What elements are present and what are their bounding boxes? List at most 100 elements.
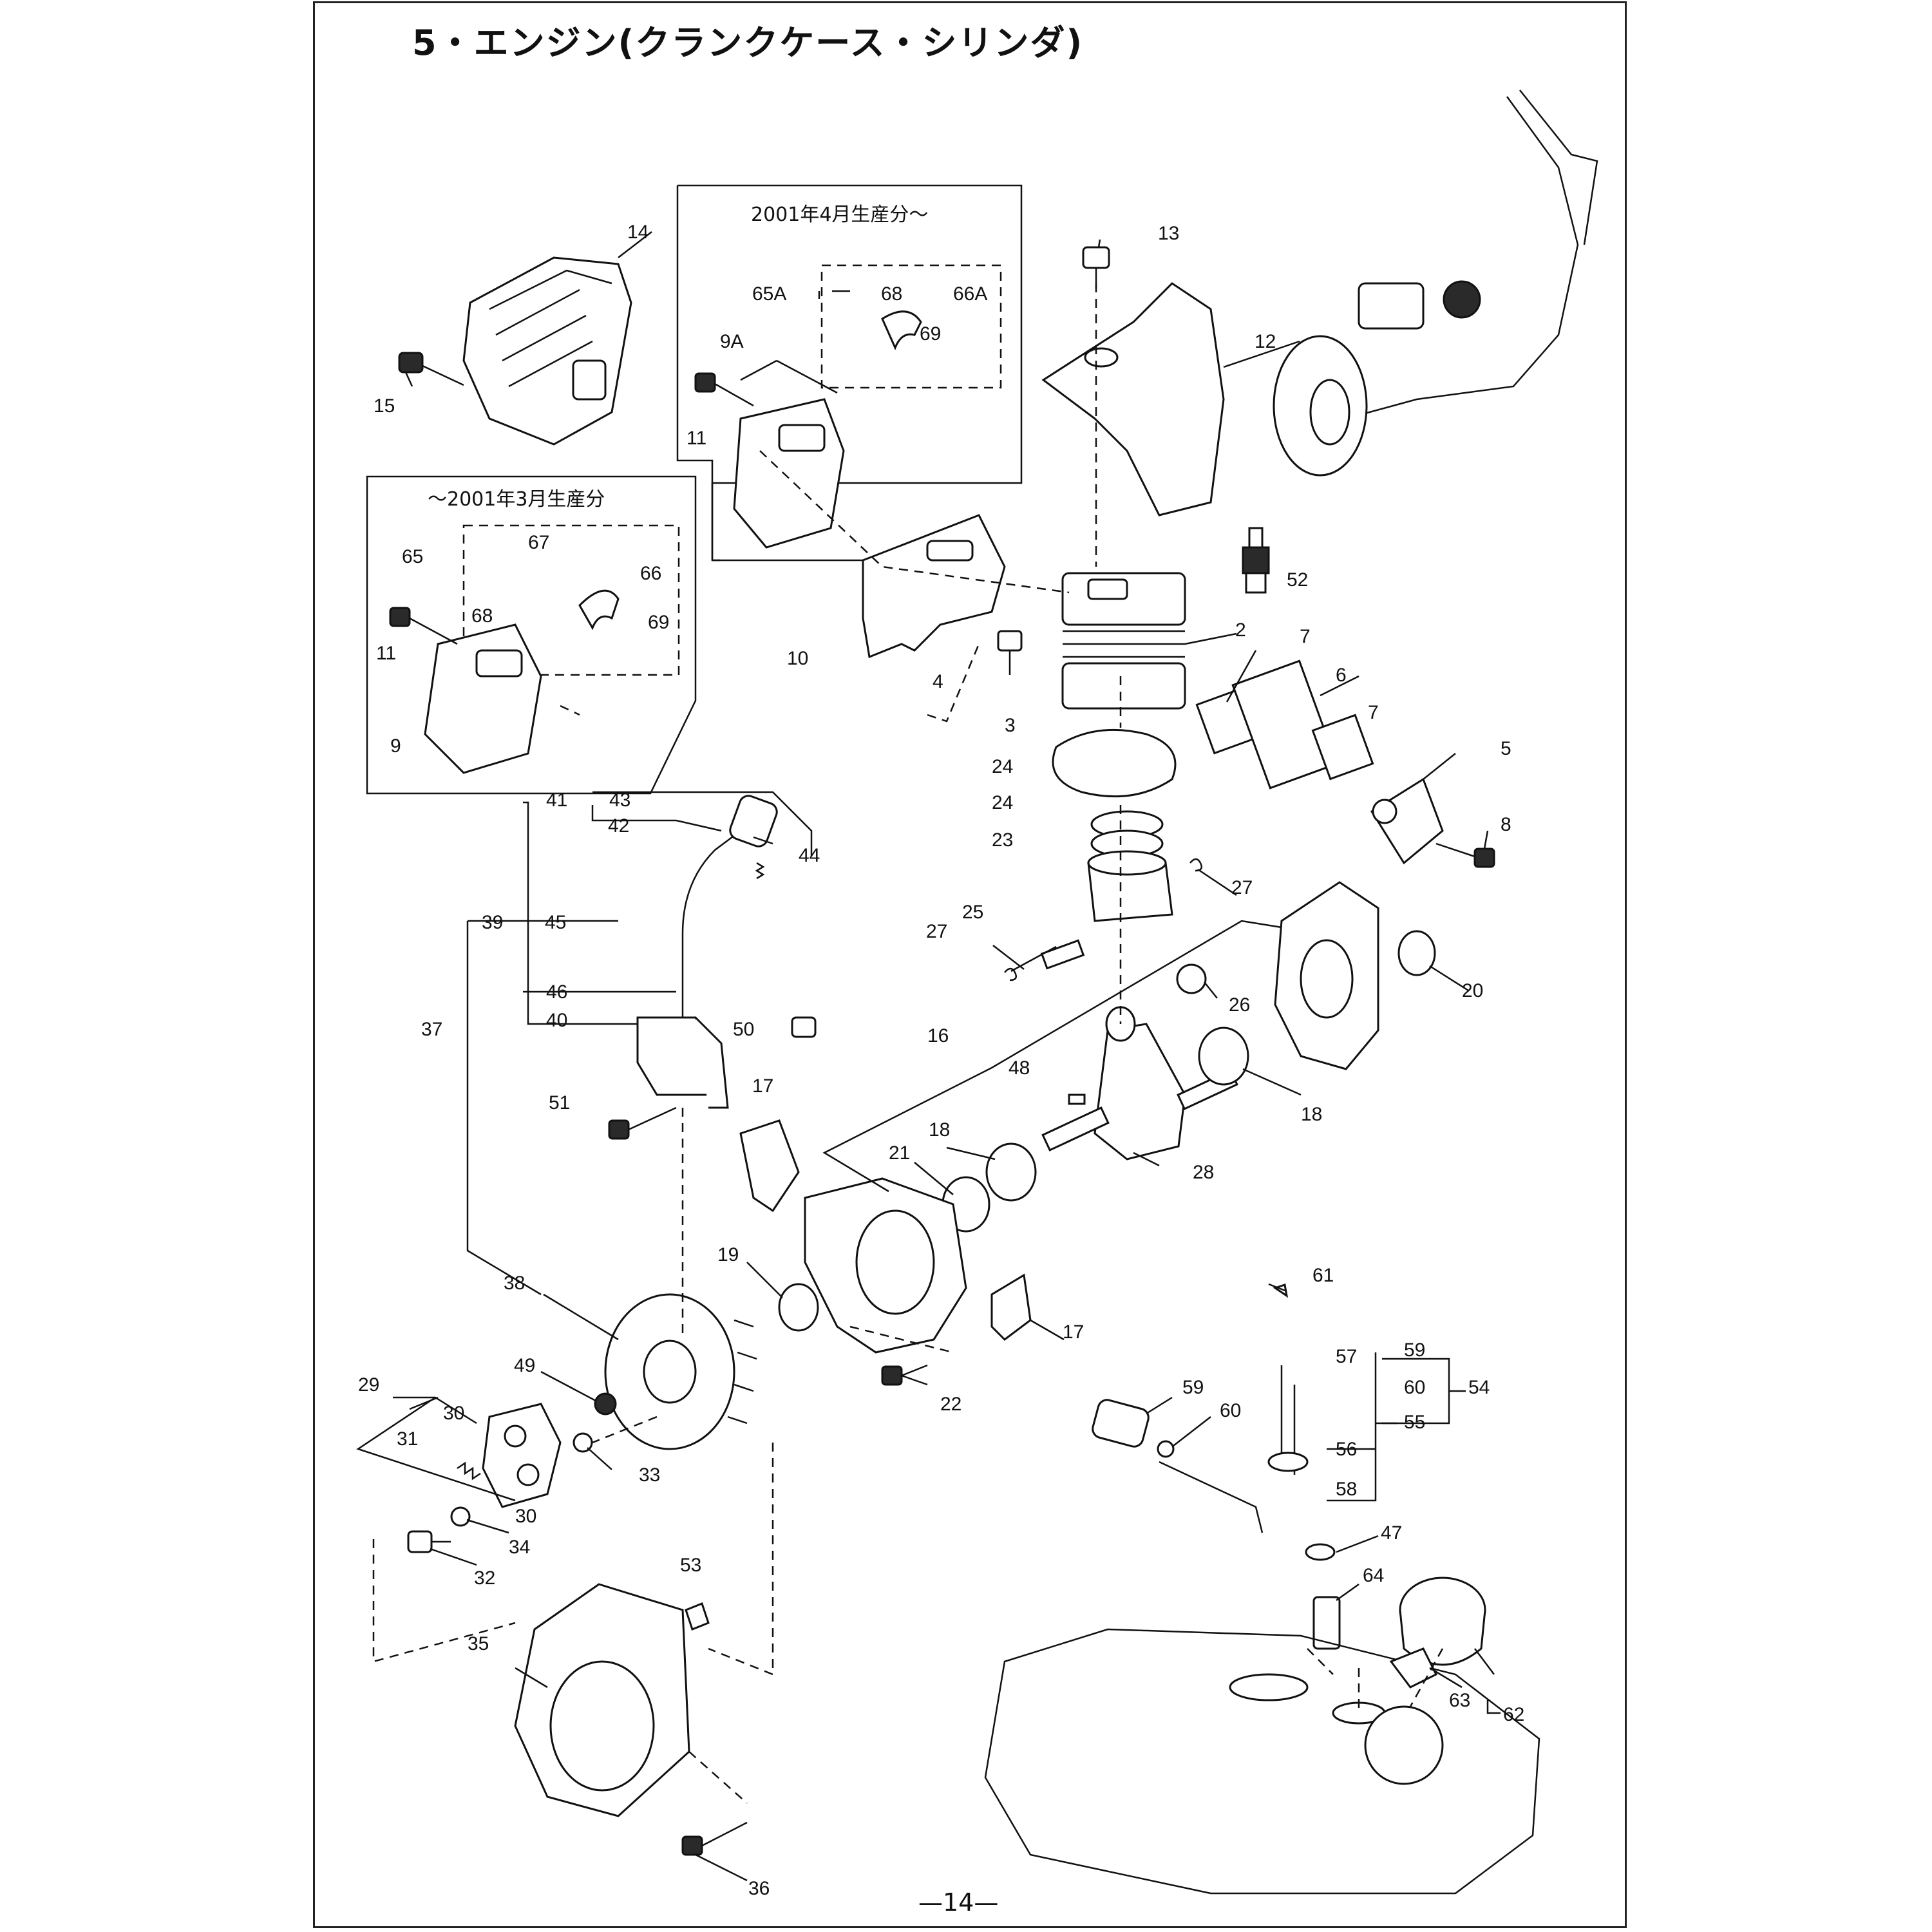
flywheel-38 xyxy=(604,1293,757,1450)
insulator-6 xyxy=(1231,659,1338,790)
callout-11-old: 11 xyxy=(376,643,396,664)
clutch-30 xyxy=(482,1403,562,1508)
cylinder-cover-12 xyxy=(1041,282,1225,516)
callout-66: 66 xyxy=(640,563,661,584)
callout-17-lower: 17 xyxy=(1063,1321,1084,1343)
callout-7-upper: 7 xyxy=(1300,626,1311,647)
fuel-filter-59 xyxy=(1092,1399,1150,1448)
plug-cap-43 xyxy=(729,795,778,848)
callout-36: 36 xyxy=(748,1878,770,1899)
callout-58: 58 xyxy=(1336,1479,1357,1500)
pin-clip-27a xyxy=(1004,967,1017,981)
callout-66a: 66A xyxy=(953,283,987,305)
shoulder-bolt-32 xyxy=(407,1530,451,1553)
callout-32: 32 xyxy=(474,1567,495,1589)
baffle-17-upper xyxy=(739,1119,800,1213)
callout-40: 40 xyxy=(546,1010,567,1031)
muffler-9 xyxy=(424,623,542,774)
callout-67: 67 xyxy=(528,532,549,553)
hose-clamp-47 xyxy=(1305,1543,1336,1561)
callout-2: 2 xyxy=(1235,620,1246,641)
callout-17-upper: 17 xyxy=(752,1075,773,1097)
callout-51: 51 xyxy=(549,1092,570,1113)
bolt-13 xyxy=(1082,246,1110,289)
callout-38: 38 xyxy=(504,1273,525,1294)
new-production-box-edge xyxy=(676,185,714,560)
baffle-17-lower xyxy=(990,1273,1032,1341)
callout-20: 20 xyxy=(1462,980,1483,1001)
callout-8: 8 xyxy=(1501,814,1511,835)
key-48 xyxy=(1068,1094,1086,1105)
callout-6: 6 xyxy=(1336,665,1347,686)
callout-33: 33 xyxy=(639,1464,660,1486)
callout-27-right: 27 xyxy=(1231,877,1253,898)
crankcase-right-16 xyxy=(1274,881,1379,1070)
oil-seal-19 xyxy=(778,1283,819,1332)
leader-lines xyxy=(356,231,1501,1882)
fan-cover-35 xyxy=(514,1583,690,1817)
bolt-51 xyxy=(608,1106,677,1140)
callout-9: 9 xyxy=(390,735,401,757)
callout-42: 42 xyxy=(608,815,629,837)
washer-34 xyxy=(450,1506,471,1527)
callouts: 14 15 13 12 65A 68 66A 69 9A 11 65 67 66… xyxy=(358,222,1524,1899)
piston-23 xyxy=(1087,850,1173,922)
new-production-box xyxy=(677,184,1023,562)
callout-11-new: 11 xyxy=(687,428,706,449)
callout-37: 37 xyxy=(421,1019,442,1040)
callout-12: 12 xyxy=(1255,331,1276,352)
cap-gasket-63 xyxy=(1389,1647,1438,1689)
muffler-9a xyxy=(733,398,845,549)
bolt-4 xyxy=(997,630,1023,675)
callout-24-upper: 24 xyxy=(992,756,1013,777)
needle-bearing-26 xyxy=(1176,963,1207,994)
kit-65a-bracket xyxy=(820,264,1002,389)
callout-59-kit: 59 xyxy=(1404,1340,1425,1361)
cylinder-2 xyxy=(1061,572,1186,710)
bolt-11-old xyxy=(389,607,458,645)
nut-49 xyxy=(594,1392,617,1416)
callout-69-old: 69 xyxy=(648,612,669,633)
callout-39: 39 xyxy=(482,912,503,933)
bolt-15 xyxy=(398,352,464,386)
callout-55: 55 xyxy=(1404,1412,1425,1433)
bearing-18-right xyxy=(1198,1027,1249,1086)
callout-19: 19 xyxy=(717,1244,739,1265)
callout-60: 60 xyxy=(1220,1400,1241,1421)
oil-seal-20 xyxy=(1397,930,1436,976)
page-frame xyxy=(313,1,1627,1928)
callout-65a: 65A xyxy=(752,283,786,305)
callout-43: 43 xyxy=(609,790,630,811)
crankcase-left-16 xyxy=(804,1177,967,1354)
callout-35: 35 xyxy=(468,1633,489,1654)
callout-62: 62 xyxy=(1503,1704,1524,1725)
new-production-box-label: 2001年4月生産分～ xyxy=(751,204,929,226)
callout-24-lower: 24 xyxy=(992,792,1013,813)
callout-23: 23 xyxy=(992,829,1013,851)
callout-34: 34 xyxy=(509,1537,530,1558)
callout-30-lower: 30 xyxy=(515,1506,536,1527)
callout-60-kit: 60 xyxy=(1404,1377,1425,1398)
callout-4: 4 xyxy=(933,671,943,692)
filter-64 xyxy=(1312,1596,1341,1650)
callout-18-right: 18 xyxy=(1301,1104,1322,1125)
high-tension-cord-45 xyxy=(681,830,741,1018)
callout-49: 49 xyxy=(514,1355,535,1376)
ignition-coil-40 xyxy=(636,1016,729,1109)
clutch-spring-31 xyxy=(457,1461,481,1481)
callout-56: 56 xyxy=(1336,1439,1357,1460)
callout-50: 50 xyxy=(733,1019,754,1040)
heat-shield-10 xyxy=(862,514,1006,659)
callout-16: 16 xyxy=(927,1025,949,1046)
callout-22: 22 xyxy=(940,1394,961,1415)
bolt-36 xyxy=(681,1821,748,1856)
callout-52: 52 xyxy=(1287,569,1308,591)
pin-clip-27b xyxy=(1189,858,1202,872)
fuel-pipe-56 xyxy=(1159,1461,1264,1533)
callout-13: 13 xyxy=(1158,223,1179,244)
callout-31: 31 xyxy=(397,1428,418,1450)
bracket-66 xyxy=(578,589,620,630)
callout-9a: 9A xyxy=(720,331,744,352)
washer-33 xyxy=(573,1432,593,1453)
